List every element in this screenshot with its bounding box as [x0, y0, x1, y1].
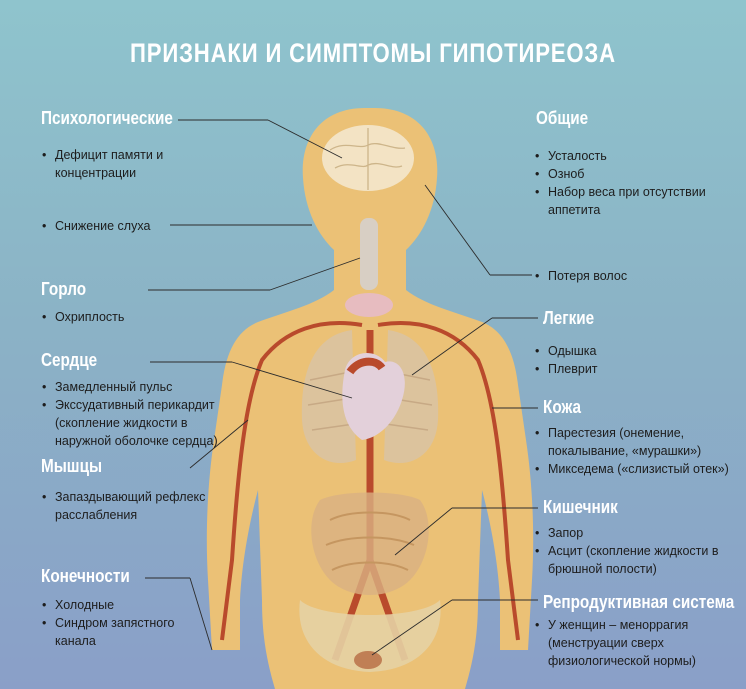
- list-item: Одышка: [534, 342, 714, 360]
- list-lungs: Одышка Плеврит: [534, 342, 714, 378]
- heading-lungs: Легкие: [543, 308, 595, 328]
- list-item: Потеря волос: [534, 267, 719, 285]
- list-item: Асцит (скопление жидкости в брюшной поло…: [534, 542, 724, 578]
- heading-muscles: Мышцы: [41, 456, 103, 476]
- trachea: [360, 218, 378, 290]
- list-item: Замедленный пульс: [41, 378, 236, 396]
- list-item: Синдром запястного канала: [41, 614, 191, 650]
- list-item: Экссудативный перикардит (скопление жидк…: [41, 396, 236, 450]
- list-item: Холодные: [41, 596, 191, 614]
- list-limbs: Холодные Синдром запястного канала: [41, 596, 191, 650]
- list-general-2: Потеря волос: [534, 267, 719, 285]
- list-item: Усталость: [534, 147, 719, 165]
- heading-general: Общие: [536, 108, 589, 128]
- heading-heart: Сердце: [41, 350, 98, 370]
- heading-repro: Репродуктивная система: [543, 592, 735, 612]
- page-title: ПРИЗНАКИ И СИМПТОМЫ ГИПОТИРЕОЗА: [130, 38, 616, 68]
- list-heart: Замедленный пульс Экссудативный перикард…: [41, 378, 236, 450]
- intestines: [311, 492, 429, 595]
- list-item: Парестезия (онемение, покалывание, «мура…: [534, 424, 739, 460]
- list-psych: Дефицит памяти и концентрации: [41, 146, 191, 182]
- list-item: Плеврит: [534, 360, 714, 378]
- heart: [342, 352, 405, 440]
- uterus: [354, 651, 382, 669]
- heading-intestine: Кишечник: [543, 497, 618, 517]
- heading-psych: Психологические: [41, 108, 173, 128]
- artery-arms: [220, 321, 520, 641]
- heading-limbs: Конечности: [41, 566, 130, 586]
- list-item: Запаздывающий рефлекс расслабления: [41, 488, 211, 524]
- heading-skin: Кожа: [543, 397, 582, 417]
- list-muscles: Запаздывающий рефлекс расслабления: [41, 488, 211, 524]
- list-repro: У женщин – меноррагия (менструации сверх…: [534, 616, 724, 670]
- leader-lines: [145, 119, 538, 656]
- thyroid: [345, 293, 393, 317]
- list-item: Дефицит памяти и концентрации: [41, 146, 191, 182]
- list-item: Озноб: [534, 165, 719, 183]
- heading-throat: Горло: [41, 279, 87, 299]
- list-item: Набор веса при отсутствии аппетита: [534, 183, 719, 219]
- list-skin: Парестезия (онемение, покалывание, «мура…: [534, 424, 739, 478]
- list-item: Запор: [534, 524, 724, 542]
- list-item: У женщин – меноррагия (менструации сверх…: [534, 616, 724, 670]
- list-general: Усталость Озноб Набор веса при отсутстви…: [534, 147, 719, 219]
- list-throat: Охриплость: [41, 308, 201, 326]
- list-item: Микседема («слизистый отек»): [534, 460, 739, 478]
- list-item: Охриплость: [41, 308, 201, 326]
- list-psych-2: Снижение слуха: [41, 217, 191, 235]
- list-item: Снижение слуха: [41, 217, 191, 235]
- list-intestine: Запор Асцит (скопление жидкости в брюшно…: [534, 524, 724, 578]
- pelvis: [299, 600, 441, 672]
